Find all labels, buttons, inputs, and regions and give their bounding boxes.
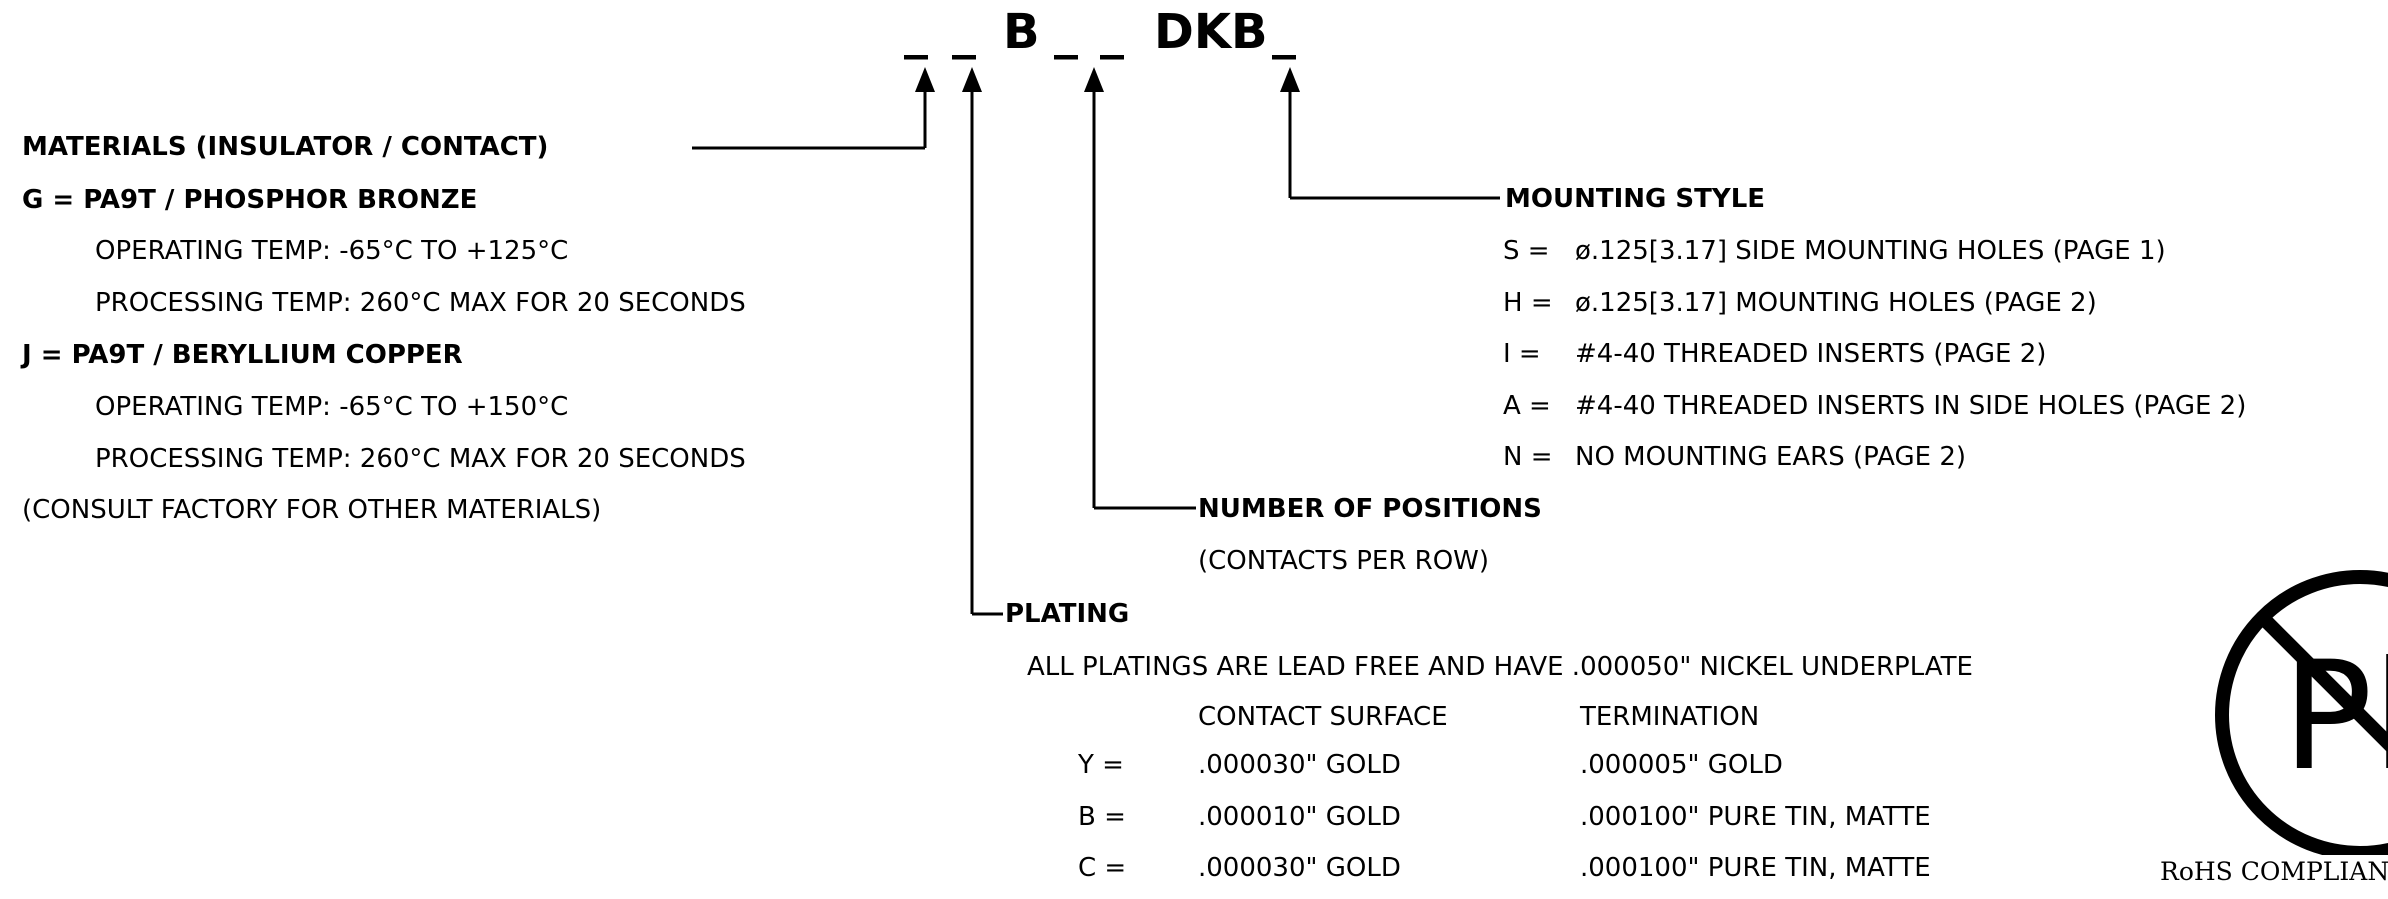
plating-code-b: B = bbox=[1078, 802, 1126, 832]
plating-code-y: Y = bbox=[1078, 750, 1124, 780]
positions-subtitle: (CONTACTS PER ROW) bbox=[1198, 546, 1490, 576]
plating-code-c: C = bbox=[1078, 853, 1127, 883]
code-blank-1: _ bbox=[904, 4, 928, 60]
mounting-desc-s: ø.125[3.17] SIDE MOUNTING HOLES (PAGE 1) bbox=[1575, 236, 2166, 266]
materials-arrow bbox=[915, 67, 935, 92]
positions-title: NUMBER OF POSITIONS bbox=[1198, 494, 1542, 524]
rohs-slash bbox=[2257, 612, 2388, 753]
rohs-pb-free-icon: Pb bbox=[2215, 570, 2388, 855]
plating-col-contact-surface: CONTACT SURFACE bbox=[1198, 702, 1448, 732]
materials-title: MATERIALS (INSULATOR / CONTACT) bbox=[22, 132, 549, 162]
materials-g-processing-temp: PROCESSING TEMP: 260°C MAX FOR 20 SECOND… bbox=[95, 288, 746, 318]
materials-j-operating-temp: OPERATING TEMP: -65°C TO +150°C bbox=[95, 392, 569, 422]
code-blank-3: _ bbox=[1054, 4, 1078, 60]
mounting-desc-a: #4-40 THREADED INSERTS IN SIDE HOLES (PA… bbox=[1575, 391, 2247, 421]
code-blank-4: _ bbox=[1100, 4, 1124, 60]
plating-surface-y: .000030" GOLD bbox=[1198, 750, 1401, 780]
materials-g-operating-temp: OPERATING TEMP: -65°C TO +125°C bbox=[95, 236, 569, 266]
code-letter-b: B bbox=[1003, 4, 1040, 60]
rohs-label: RoHS COMPLIANT bbox=[2160, 857, 2388, 886]
materials-j-processing-temp: PROCESSING TEMP: 260°C MAX FOR 20 SECOND… bbox=[95, 444, 746, 474]
mounting-code-h: H = bbox=[1503, 288, 1553, 318]
materials-consult-note: (CONSULT FACTORY FOR OTHER MATERIALS) bbox=[22, 495, 602, 525]
plating-title: PLATING bbox=[1005, 599, 1130, 629]
mounting-code-i: I = bbox=[1503, 339, 1541, 369]
code-letters-dkb: DKB bbox=[1154, 4, 1268, 60]
mounting-code-n: N = bbox=[1503, 442, 1553, 472]
rohs-circle bbox=[2215, 570, 2388, 855]
plating-termination-c: .000100" PURE TIN, MATTE bbox=[1580, 853, 1931, 883]
mounting-desc-i: #4-40 THREADED INSERTS (PAGE 2) bbox=[1575, 339, 2047, 369]
mounting-desc-n: NO MOUNTING EARS (PAGE 2) bbox=[1575, 442, 1967, 472]
plating-surface-b: .000010" GOLD bbox=[1198, 802, 1401, 832]
plating-termination-y: .000005" GOLD bbox=[1580, 750, 1783, 780]
mounting-arrow bbox=[1280, 67, 1300, 92]
code-blank-2: _ bbox=[952, 4, 976, 60]
plating-col-termination: TERMINATION bbox=[1580, 702, 1760, 732]
plating-note: ALL PLATINGS ARE LEAD FREE AND HAVE .000… bbox=[1027, 652, 1973, 682]
mounting-code-s: S = bbox=[1503, 236, 1550, 266]
code-blank-5: _ bbox=[1272, 4, 1296, 60]
plating-arrow bbox=[962, 67, 982, 92]
materials-option-g: G = PA9T / PHOSPHOR BRONZE bbox=[22, 185, 478, 215]
mounting-code-a: A = bbox=[1503, 391, 1551, 421]
mounting-desc-h: ø.125[3.17] MOUNTING HOLES (PAGE 2) bbox=[1575, 288, 2097, 318]
plating-surface-c: .000030" GOLD bbox=[1198, 853, 1401, 883]
positions-arrow bbox=[1084, 67, 1104, 92]
plating-termination-b: .000100" PURE TIN, MATTE bbox=[1580, 802, 1931, 832]
materials-option-j: J = PA9T / BERYLLIUM COPPER bbox=[22, 340, 463, 370]
mounting-title: MOUNTING STYLE bbox=[1505, 184, 1766, 214]
